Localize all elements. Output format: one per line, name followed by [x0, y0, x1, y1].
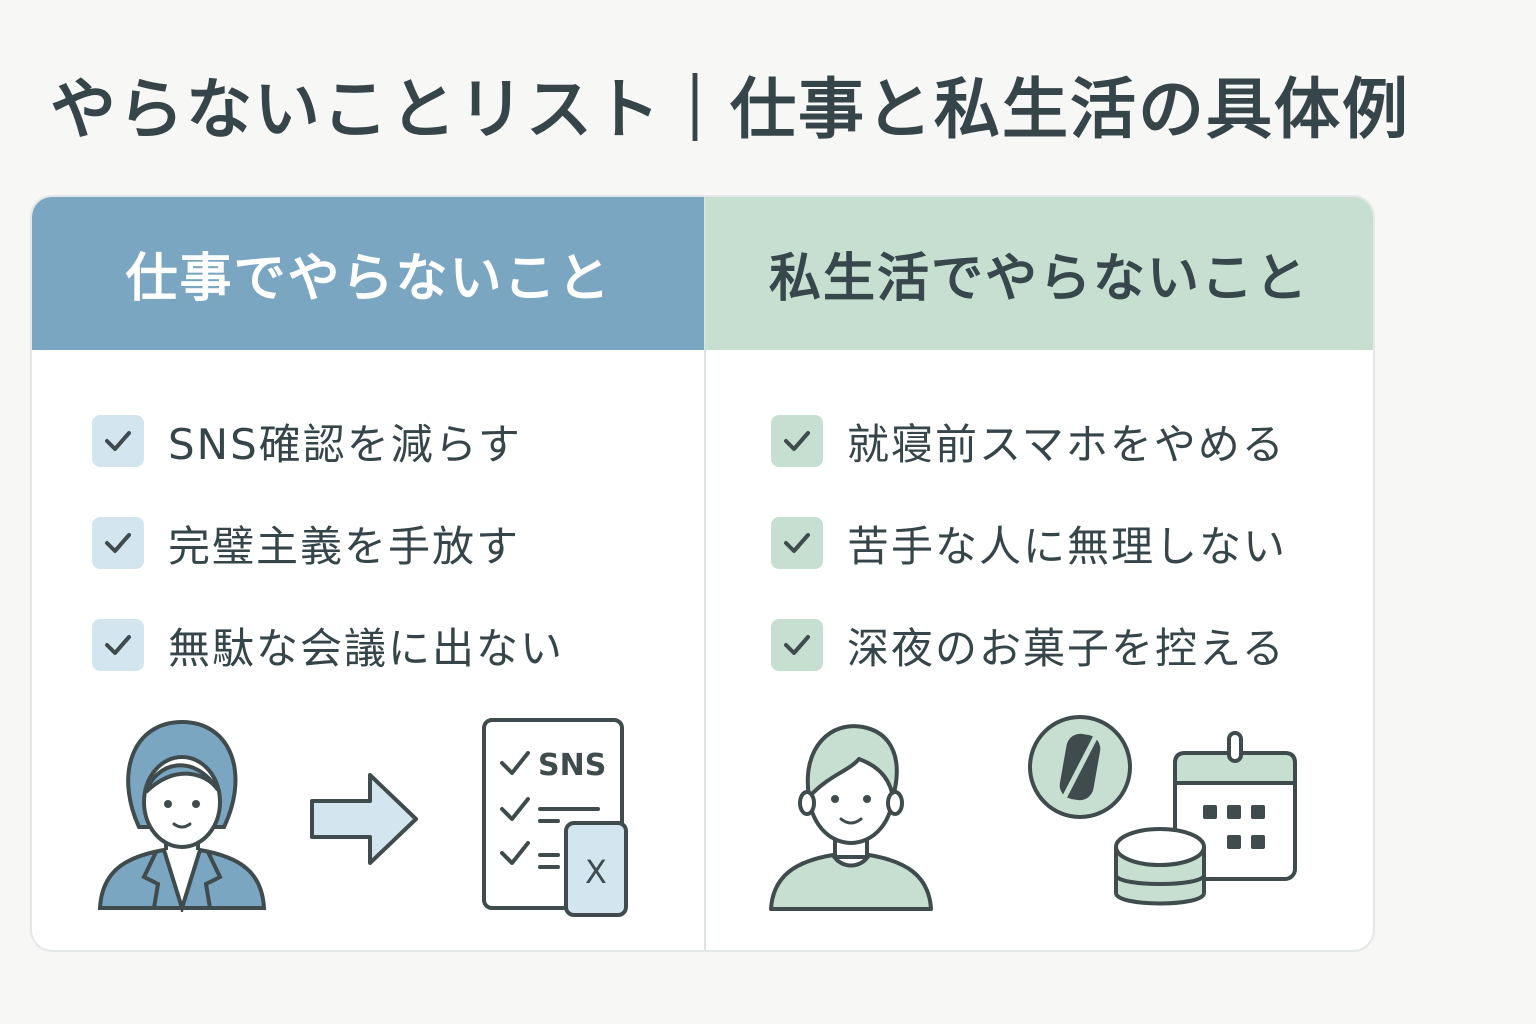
no-phone-icon — [1028, 715, 1132, 819]
page-title: やらないことリスト｜仕事と私生活の具体例 — [50, 71, 1410, 148]
item-label: 完璧主義を手放す — [168, 521, 521, 571]
comparison-card: 仕事でやらないこと SNS確認を減らす 完璧主義を手放す 無駄な会議に出ない — [30, 195, 1375, 952]
work-column-heading: 仕事でやらないこと — [32, 197, 705, 350]
item-label: 就寝前スマホをやめる — [847, 419, 1286, 469]
checkbox-icon — [771, 619, 823, 671]
work-list: SNS確認を減らす 完璧主義を手放す 無駄な会議に出ない — [92, 412, 564, 718]
item-label: 深夜のお菓子を控える — [847, 623, 1286, 673]
man-icon — [769, 724, 933, 911]
list-item: 苦手な人に無理しない — [771, 514, 1287, 572]
list-item: 無駄な会議に出ない — [92, 616, 564, 674]
snack-tin-icon — [1114, 827, 1206, 906]
checkbox-icon — [771, 415, 823, 467]
checklist-icon: SNS X — [482, 718, 628, 917]
list-item: 深夜のお菓子を控える — [771, 616, 1287, 674]
private-column-heading: 私生活でやらないこと — [705, 197, 1373, 350]
phone-x-icon: X — [585, 853, 607, 891]
work-column: 仕事でやらないこと SNS確認を減らす 完璧主義を手放す 無駄な会議に出ない — [32, 197, 705, 950]
item-label: SNS確認を減らす — [168, 419, 522, 469]
list-item: 就寝前スマホをやめる — [771, 412, 1287, 470]
list-item: SNS確認を減らす — [92, 412, 564, 470]
checklist-text: SNS — [538, 748, 606, 783]
arrow-right-icon — [310, 773, 418, 865]
woman-icon — [97, 719, 267, 912]
item-label: 苦手な人に無理しない — [847, 521, 1288, 571]
checkbox-icon — [92, 415, 144, 467]
item-label: 無駄な会議に出ない — [168, 623, 565, 673]
checkbox-icon — [771, 517, 823, 569]
list-item: 完璧主義を手放す — [92, 514, 564, 572]
checkbox-icon — [92, 517, 144, 569]
private-column: 私生活でやらないこと 就寝前スマホをやめる 苦手な人に無理しない 深夜のお菓子を… — [705, 197, 1373, 950]
column-divider — [704, 197, 706, 950]
checkbox-icon — [92, 619, 144, 671]
private-list: 就寝前スマホをやめる 苦手な人に無理しない 深夜のお菓子を控える — [771, 412, 1287, 718]
